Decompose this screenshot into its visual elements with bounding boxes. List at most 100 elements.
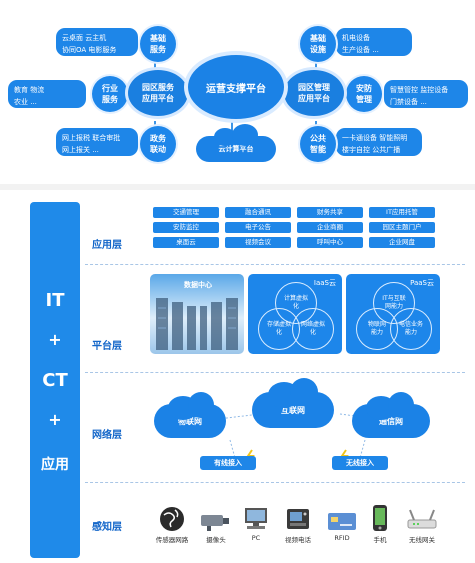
- node-jichu-sheshi: 基础 设施: [300, 26, 336, 62]
- app-chip: IT应用托管: [369, 207, 435, 218]
- node-label: 基础 服务: [150, 34, 166, 54]
- device-label: RFID: [334, 534, 350, 542]
- bubble-bottom-left: 网上报税 联合审批 网上报关 ...: [56, 128, 138, 156]
- node-gonggong-zhineng: 公共 智能: [300, 126, 336, 162]
- app-chip: 电子公告: [225, 222, 291, 233]
- device-label: PC: [251, 534, 261, 542]
- node-jichu-fuwu: 基础 服务: [140, 26, 176, 62]
- venn-label: 物联网能力: [367, 321, 386, 336]
- layer-divider: [85, 264, 465, 265]
- side-text: +: [48, 410, 62, 429]
- venn-circle: 网络虚拟化: [292, 308, 334, 350]
- node-management-platform: 园区管理 应用平台: [284, 70, 344, 116]
- device-phone: 手机: [356, 504, 404, 544]
- venn-label: 存储虚拟化: [267, 321, 292, 336]
- bubble-text: 云桌面 云主机: [62, 34, 107, 42]
- pc-icon: [245, 508, 267, 529]
- datacenter-image: 数据中心: [150, 274, 244, 354]
- cloud-label: 互联网: [281, 405, 305, 415]
- app-chip: 园区主题门户: [369, 222, 435, 233]
- cloud-bump: [232, 124, 258, 146]
- camera-icon: [201, 515, 229, 531]
- app-chip: 视频会议: [225, 237, 291, 248]
- bubble-text: 网上报关 ...: [62, 146, 99, 154]
- node-label: 行业 服务: [102, 84, 118, 104]
- node-ops-platform: 运营支撑平台: [188, 55, 284, 119]
- side-bar: IT + CT + 应用: [30, 202, 80, 558]
- globe-icon: [160, 507, 184, 531]
- image-divider: [0, 184, 475, 190]
- bubble-text: 网上报税 联合审批: [62, 134, 121, 142]
- wired-access: 有线接入: [200, 456, 256, 470]
- device-label: 视频电话: [285, 536, 311, 544]
- cloud-label: 物联网: [178, 416, 202, 426]
- datacenter-label: 数据中心: [184, 281, 212, 289]
- app-chip: 企业商圈: [297, 222, 363, 233]
- bubble-text: 农业 ...: [14, 98, 37, 106]
- node-label: 公共 智能: [310, 134, 326, 154]
- layer-divider: [85, 372, 465, 373]
- cloud-bump: [388, 392, 414, 418]
- node-service-platform: 园区服务 应用平台: [128, 70, 188, 116]
- venn-label: IT与互联网能力: [382, 295, 406, 310]
- bubble-text: 协同OA 电影服务: [62, 46, 117, 54]
- device-rfid: RFID: [318, 504, 366, 542]
- cloud-label: 云计算平台: [218, 145, 254, 153]
- bubble-top-right: 机电设备 生产设备 ...: [336, 28, 412, 56]
- device-label: 摄像头: [206, 536, 226, 544]
- device-label: 传感器网路: [155, 536, 189, 544]
- center-label: 运营支撑平台: [206, 83, 266, 95]
- node-hangye-fuwu: 行业 服务: [92, 76, 128, 112]
- video-phone-icon: [287, 509, 309, 529]
- bubble-text: 门禁设备 ...: [390, 98, 427, 106]
- app-chip: 交通管理: [153, 207, 219, 218]
- app-chip: 安防监控: [153, 222, 219, 233]
- layer-label-network: 网络层: [92, 430, 122, 441]
- bubble-text: 机电设备: [342, 34, 370, 42]
- device-label: 手机: [373, 536, 387, 544]
- cloud-bump: [290, 378, 318, 406]
- app-chip: 企业网盘: [369, 237, 435, 248]
- cloud-bump: [188, 392, 214, 418]
- node-label: 政务 联动: [150, 134, 166, 154]
- bubble-text: 楼宇自控 公共广播: [342, 146, 401, 154]
- bubble-text: 生产设备 ...: [342, 46, 379, 54]
- bubble-mid-right: 智慧管控 监控设备 门禁设备 ...: [384, 80, 468, 108]
- app-chip: 财务共享: [297, 207, 363, 218]
- cloud-label: 通信网: [379, 416, 403, 426]
- node-label: 基础 设施: [310, 34, 326, 54]
- app-chip: 融合通讯: [225, 207, 291, 218]
- bubble-text: 教育 物流: [14, 86, 45, 94]
- side-text: IT: [45, 290, 65, 311]
- paas-title: PaaS云: [410, 279, 434, 287]
- side-text: CT: [42, 370, 68, 391]
- side-text: +: [48, 330, 62, 349]
- node-label: 安防 管理: [356, 84, 372, 104]
- bubble-text: 一卡通设备 智能照明: [342, 134, 408, 142]
- bubble-text: 智慧管控 监控设备: [390, 86, 449, 94]
- venn-label: 网络虚拟化: [301, 321, 326, 336]
- layer-label-sensing: 感知层: [92, 522, 122, 533]
- node-label: 园区服务 应用平台: [142, 83, 174, 103]
- bubble-mid-left: 教育 物流 农业 ...: [8, 80, 86, 108]
- app-chip: 桌面云: [153, 237, 219, 248]
- server-rack-icon: [156, 298, 238, 350]
- iaas-title: IaaS云: [313, 279, 336, 287]
- cloud-bump: [214, 128, 236, 146]
- venn-label: 电信业务能力: [399, 321, 424, 336]
- rfid-card-icon: [328, 513, 356, 530]
- mobile-phone-icon: [373, 505, 387, 531]
- layer-label-platform: 平台层: [92, 341, 122, 352]
- layer-label-app: 应用层: [92, 240, 122, 251]
- paas-panel: PaaS云 IT与互联网能力 物联网能力 电信业务能力: [346, 274, 440, 354]
- node-label: 园区管理 应用平台: [298, 83, 330, 103]
- device-video-phone: 视频电话: [274, 504, 322, 544]
- node-zhengwu-liandong: 政务 联动: [140, 126, 176, 162]
- venn-circle: 电信业务能力: [390, 308, 432, 350]
- wireless-access: 无线接入: [332, 456, 388, 470]
- device-wireless-gateway: 无线网关: [398, 504, 446, 544]
- iaas-panel: IaaS云 计算虚拟化 存储虚拟化 网络虚拟化: [248, 274, 342, 354]
- device-camera: 摄像头: [192, 504, 240, 544]
- device-label: 无线网关: [409, 536, 435, 544]
- app-chip: 呼叫中心: [297, 237, 363, 248]
